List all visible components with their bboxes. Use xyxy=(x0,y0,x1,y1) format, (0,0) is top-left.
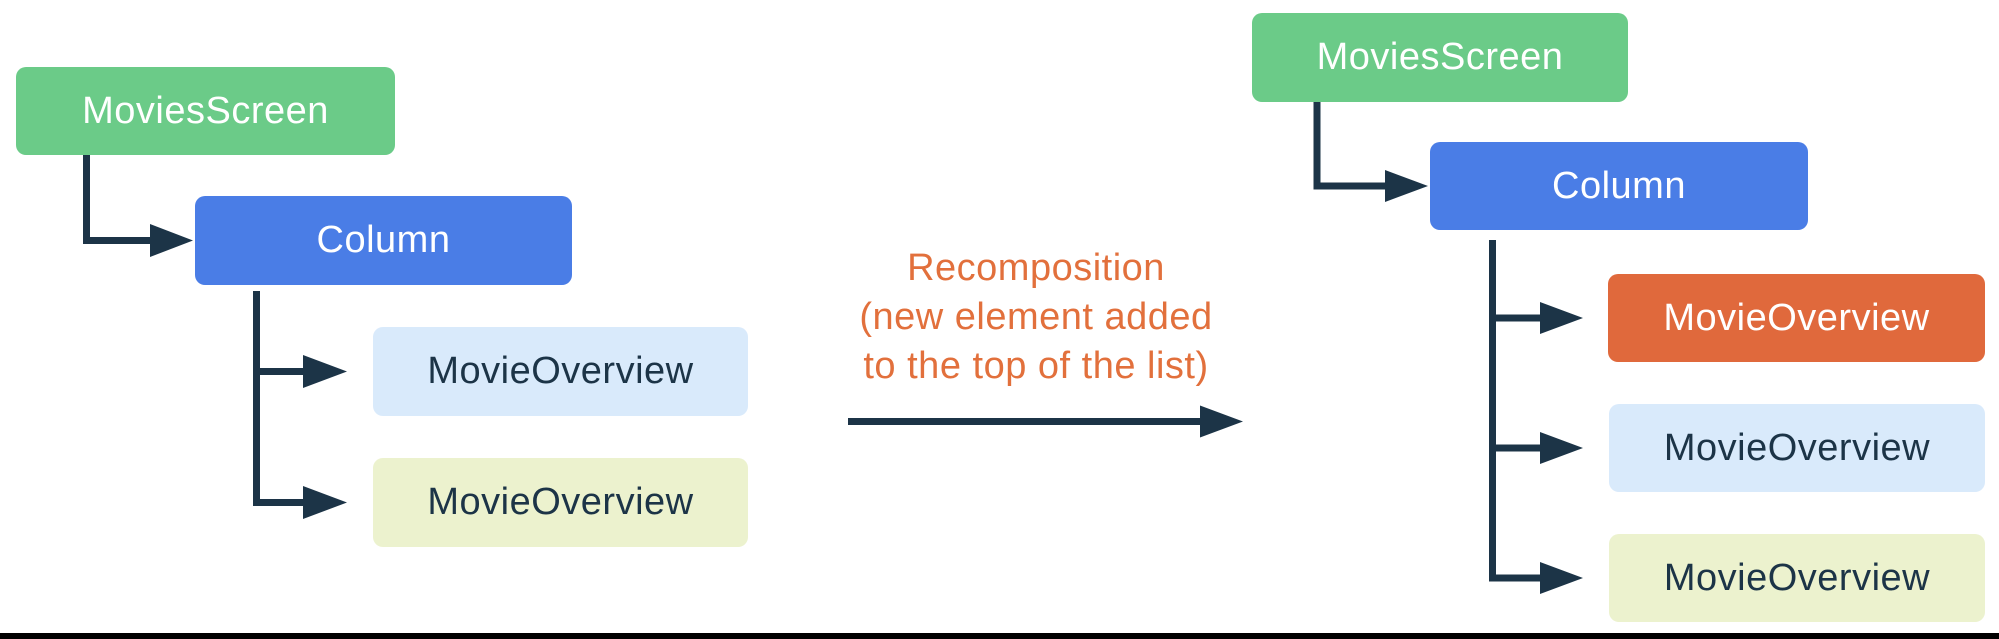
before-movieoverview-node-2: MovieOverview xyxy=(373,458,748,547)
after-moviesscreen-node: MoviesScreen xyxy=(1252,13,1628,102)
caption-line-3: to the top of the list) xyxy=(863,345,1209,387)
after-movieoverview-node-2: MovieOverview xyxy=(1609,404,1985,492)
bottom-border-bar xyxy=(0,633,1999,639)
right-column-to-children-connector xyxy=(1493,240,1583,594)
caption-line-2: (new element added xyxy=(859,296,1213,338)
after-column-node: Column xyxy=(1430,142,1808,230)
before-column-node: Column xyxy=(195,196,572,285)
left-column-to-children-connector xyxy=(257,291,347,519)
before-movieoverview-node-1: MovieOverview xyxy=(373,327,748,416)
caption-line-1: Recomposition xyxy=(907,247,1165,289)
left-root-to-column-connector xyxy=(87,155,193,257)
after-movieoverview-node-new: MovieOverview xyxy=(1608,274,1985,362)
recomposition-caption: Recomposition (new element added to the … xyxy=(810,244,1262,391)
after-movieoverview-node-3: MovieOverview xyxy=(1609,534,1985,622)
right-root-to-column-connector xyxy=(1317,102,1428,202)
recomposition-arrow xyxy=(848,405,1243,438)
before-moviesscreen-node: MoviesScreen xyxy=(16,67,395,155)
